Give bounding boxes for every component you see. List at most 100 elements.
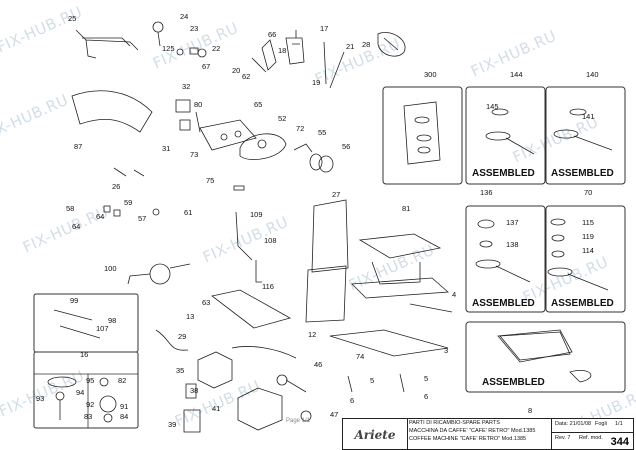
part-24-knob xyxy=(152,21,164,33)
assembled-label-140: ASSEMBLED xyxy=(551,168,614,179)
part-number-label: 4 xyxy=(452,290,457,299)
part-number-label: 99 xyxy=(70,296,79,305)
brand-logo: Ariete xyxy=(354,428,396,442)
part-number-label: 24 xyxy=(180,12,189,21)
part-number-label: 82 xyxy=(118,376,127,385)
part-108-pipe xyxy=(235,211,253,261)
assembled-label-70: ASSEMBLED xyxy=(551,298,614,309)
part-number-label: 98 xyxy=(108,316,117,325)
part-number-label: 67 xyxy=(202,62,211,71)
part-number-label: 29 xyxy=(178,332,187,341)
inset-box-144 xyxy=(465,86,546,185)
part-number-label: 38 xyxy=(190,386,199,395)
assembled-label-144: ASSEMBLED xyxy=(472,168,535,179)
part-number-label: 5 xyxy=(370,376,375,385)
part-number-label: 13 xyxy=(186,312,195,321)
part-number-label: 144 xyxy=(510,70,523,79)
part-number-label: 70 xyxy=(584,188,593,197)
page-footer-small: Page 1/1 xyxy=(286,418,311,424)
part-number-label: 52 xyxy=(278,114,287,123)
part-number-label: 108 xyxy=(264,236,277,245)
part-number-label: 5 xyxy=(424,374,429,383)
part-17-switch xyxy=(285,30,305,65)
part-3-tray xyxy=(329,329,449,357)
part-number-label: 20 xyxy=(232,66,241,75)
part-number-label: 300 xyxy=(424,70,437,79)
part-number-label: 84 xyxy=(120,412,129,421)
inset-box-99 xyxy=(33,293,139,353)
part-number-label: 74 xyxy=(356,352,365,361)
part-number-label: 91 xyxy=(120,402,129,411)
part-number-label: 39 xyxy=(168,420,177,429)
date-label: Data: 21/01/08 xyxy=(555,421,592,427)
part-35-box xyxy=(197,351,233,389)
inset-box-8 xyxy=(465,321,626,393)
part-number-label: 64 xyxy=(96,212,105,221)
title-heading: PARTI DI RICAMBIO-SPARE PARTS xyxy=(409,420,500,426)
part-number-label: 35 xyxy=(176,366,185,375)
inset-box-136 xyxy=(465,205,546,313)
part-number-label: 87 xyxy=(74,142,83,151)
part-number-label: 137 xyxy=(506,218,519,227)
part-87-cover xyxy=(71,90,153,133)
part-number-label: 26 xyxy=(112,182,121,191)
assembled-label-136: ASSEMBLED xyxy=(472,298,535,309)
title-line-it: MACCHINA DA CAFFE' "CAFE' RETRO" Mod.138… xyxy=(409,428,536,434)
part-number-label: 119 xyxy=(582,232,594,241)
part-number-label: 58 xyxy=(66,204,75,213)
part-number-label: 141 xyxy=(582,112,595,121)
part-number-label: 93 xyxy=(36,394,45,403)
part-number-label: 94 xyxy=(76,388,85,397)
part-number-label: 80 xyxy=(194,100,203,109)
part-number-label: 75 xyxy=(206,176,215,185)
part-number-label: 145 xyxy=(486,102,499,111)
part-number-label: 47 xyxy=(330,410,339,419)
part-number-label: 25 xyxy=(68,14,77,23)
part-number-label: 17 xyxy=(320,24,329,33)
part-300-pack xyxy=(403,101,441,165)
part-number-label: 114 xyxy=(582,246,594,255)
part-number-label: 61 xyxy=(184,208,193,217)
part-number-label: 8 xyxy=(528,406,533,415)
inset-box-70 xyxy=(545,205,626,313)
part-25-wire xyxy=(75,29,139,59)
part-number-label: 46 xyxy=(314,360,323,369)
part-12-vent xyxy=(231,346,297,359)
part-number-label: 109 xyxy=(250,210,263,219)
part-100-pump xyxy=(149,263,171,285)
part-number-label: 41 xyxy=(212,404,221,413)
part-41-box xyxy=(237,387,283,431)
part-number-label: 63 xyxy=(202,298,211,307)
part-number-label: 6 xyxy=(424,392,429,401)
part-81-boiler xyxy=(358,233,442,285)
part-28-harness xyxy=(377,32,406,57)
part-74-tank-lower xyxy=(305,265,347,323)
part-number-label: 66 xyxy=(268,30,277,39)
part-number-label: 28 xyxy=(362,40,371,49)
part-number-label: 83 xyxy=(84,412,93,421)
part-number-label: 64 xyxy=(72,222,81,231)
part-number-label: 19 xyxy=(312,78,321,87)
part-number-label: 100 xyxy=(104,264,117,273)
part-number-label: 81 xyxy=(402,204,411,213)
foglio-value: 1/1 xyxy=(615,421,623,427)
foglio-label: Fogli xyxy=(595,421,607,427)
part-number-label: 21 xyxy=(346,42,355,51)
part-number-label: 18 xyxy=(278,46,287,55)
title-line-en: COFFEE MACHINE "CAFE' RETRO" Mod.1385 xyxy=(409,436,527,442)
part-number-label: 116 xyxy=(262,282,274,291)
rev-label: Rev. 7 xyxy=(555,435,571,441)
part-number-label: 95 xyxy=(86,376,95,385)
part-number-label: 27 xyxy=(332,190,341,199)
part-27-tank xyxy=(311,199,349,273)
part-number-label: 92 xyxy=(86,400,95,409)
part-number-label: 65 xyxy=(254,100,263,109)
inset-box-95 xyxy=(33,351,139,429)
part-number-label: 115 xyxy=(582,218,594,227)
inset-box-300 xyxy=(382,86,463,185)
part-number-label: 140 xyxy=(586,70,599,79)
part-number-label: 59 xyxy=(124,198,133,207)
part-number-label: 16 xyxy=(80,350,89,359)
